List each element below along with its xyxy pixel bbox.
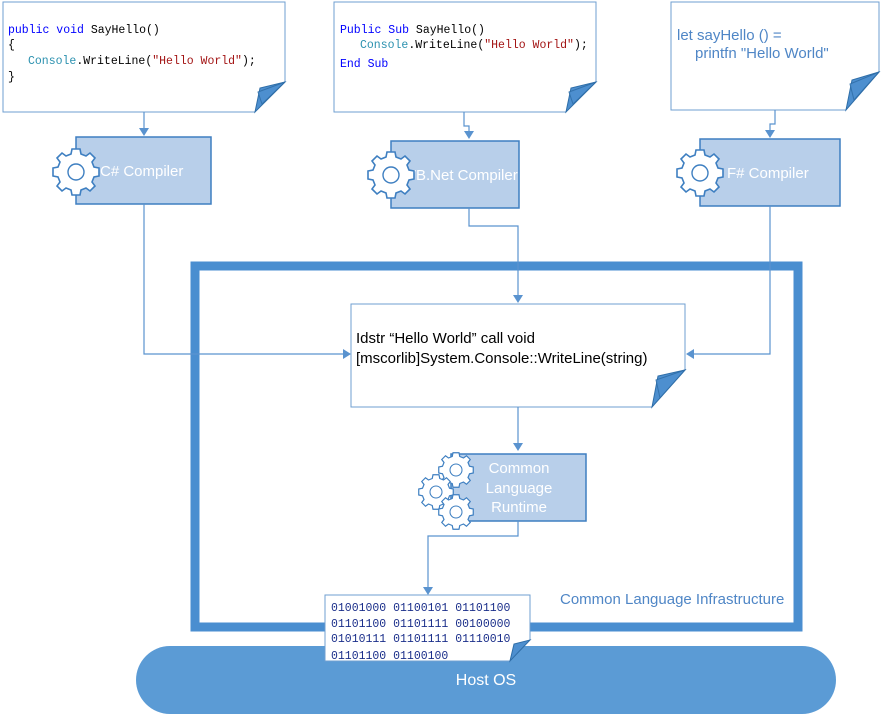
host-os-label: Host OS: [456, 672, 516, 689]
clr-line-2: Language: [486, 480, 553, 497]
vb-line-3: End Sub: [340, 58, 388, 71]
vbnet-compiler-label: VB.Net Compiler: [406, 167, 518, 184]
csharp-code-document: public void SayHello() { Console.WriteLi…: [2, 1, 287, 114]
il-line-1: Idstr “Hello World” call void: [356, 330, 535, 347]
binary-line-3: 01010111 01101111 01110010: [331, 633, 511, 646]
binary-document: 01001000 01100101 01101100 01101100 0110…: [324, 594, 532, 663]
csharp-line-3: Console.WriteLine("Hello World");: [28, 55, 256, 68]
fsharp-doc-arrow: [769, 110, 776, 131]
il-line-2: [mscorlib]System.Console::WriteLine(stri…: [356, 350, 647, 367]
csharp-line-2: {: [8, 39, 15, 52]
vb-line-2: Console.WriteLine("Hello World");: [360, 39, 588, 52]
clr-line-3: Runtime: [491, 499, 547, 516]
clr-to-binary-connector: [427, 521, 519, 588]
csharp-compiler-label: C# Compiler: [100, 163, 183, 180]
fsharp-gear-icon: [676, 149, 724, 197]
binary-line-4: 01101100 01100100: [331, 650, 448, 663]
binary-line-2: 01101100 01101111 00100000: [331, 618, 511, 631]
csharp-to-il-connector: [143, 204, 345, 355]
vb-code-document: Public Sub SayHello() Console.WriteLine(…: [333, 1, 598, 114]
fsharp-compiler-label: F# Compiler: [727, 165, 809, 182]
clr-gears-icon: [418, 452, 474, 530]
vb-doc-arrow: [463, 112, 470, 132]
fsharp-line-1: let sayHello () =: [677, 27, 782, 44]
cli-label: Common Language Infrastructure: [560, 591, 784, 608]
clr-line-1: Common: [489, 460, 550, 477]
fsharp-to-il-connector: [692, 206, 771, 355]
il-code-document: Idstr “Hello World” call void [mscorlib]…: [350, 303, 687, 409]
csharp-line-1: public void SayHello(): [8, 24, 160, 37]
binary-line-1: 01001000 01100101 01101100: [331, 602, 511, 615]
fsharp-line-2: printfn "Hello World": [695, 45, 829, 62]
vbnet-to-il-connector: [468, 208, 519, 296]
vb-line-1: Public Sub SayHello(): [340, 24, 485, 37]
vbnet-gear-icon: [367, 151, 415, 199]
fsharp-code-document: let sayHello () = printfn "Hello World": [670, 1, 881, 112]
csharp-line-4: }: [8, 71, 15, 84]
csharp-gear-icon: [52, 148, 100, 196]
host-os-bar: [136, 646, 836, 714]
